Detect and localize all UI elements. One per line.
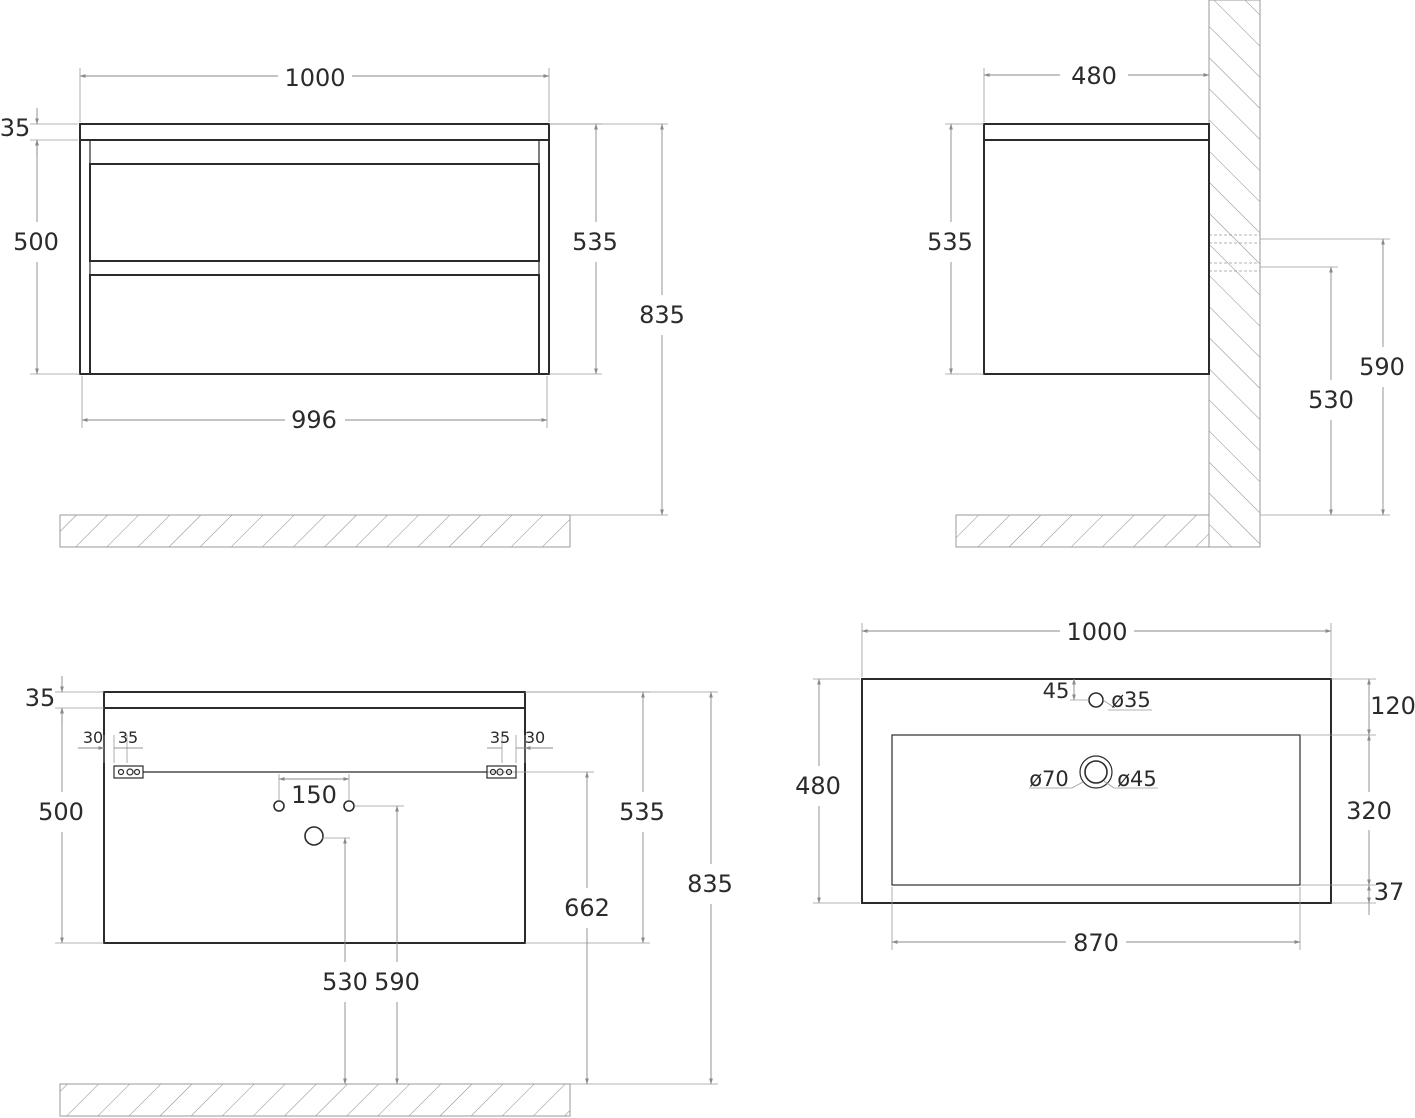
front-floor-hatch: [59, 514, 571, 548]
top-depth-label: 480: [795, 772, 841, 800]
back-right-bracket: [486, 765, 517, 779]
back-supply-hole-left: [273, 800, 285, 812]
back-left-bracket: [113, 765, 144, 779]
top-drain-outer-label: ø70: [1029, 767, 1069, 791]
front-total-height-label: 835: [639, 301, 685, 329]
back-total-height-label: 835: [687, 870, 733, 898]
side-height-lower-label: 530: [1308, 386, 1354, 414]
side-floor-hatch: [955, 514, 1210, 548]
back-cabinet-body: [103, 707, 526, 944]
top-basin-depth-label: 320: [1346, 797, 1392, 825]
top-drain-outer: [1079, 755, 1113, 789]
back-hole-spacing-label: 150: [291, 781, 337, 809]
front-view: 1000 35 500 535 835 996: [0, 64, 685, 548]
top-drain-inner-label: ø45: [1117, 767, 1157, 791]
back-body-height-label: 535: [619, 798, 665, 826]
back-top-thickness-label: 35: [25, 684, 56, 712]
side-wall-hatch: [1208, 0, 1261, 548]
top-tap-hole: [1088, 692, 1104, 708]
back-offset-right-a-label: 30: [525, 728, 545, 747]
top-drain-inner: [1084, 760, 1108, 784]
top-front-margin-label: 37: [1374, 878, 1405, 906]
top-tap-hole-label: ø35: [1111, 688, 1151, 712]
top-width-label: 1000: [1066, 618, 1127, 646]
front-top-thickness-label: 35: [0, 114, 30, 142]
front-body-height-label: 535: [572, 228, 618, 256]
back-mount-height-label: 662: [564, 894, 610, 922]
side-depth-label: 480: [1071, 62, 1117, 90]
side-height-upper-label: 590: [1359, 353, 1405, 381]
back-countertop: [103, 691, 526, 709]
top-tap-offset-label: 45: [1043, 679, 1070, 703]
back-supply-height-label: 590: [374, 968, 420, 996]
back-offset-left-a-label: 30: [83, 728, 103, 747]
back-offset-left-b-label: 35: [118, 728, 138, 747]
back-supply-hole-right: [343, 800, 355, 812]
side-view: 480 535 590 530: [927, 0, 1405, 548]
back-floor-hatch: [59, 1083, 571, 1117]
side-countertop: [983, 123, 1210, 141]
front-countertop: [79, 123, 550, 141]
back-offset-right-b-label: 35: [490, 728, 510, 747]
front-drawer-lower: [89, 274, 540, 375]
top-countertop-outline: [861, 678, 1332, 904]
back-drain-hole: [304, 826, 324, 846]
front-drawer-upper: [89, 163, 540, 262]
front-width-bottom-label: 996: [291, 406, 337, 434]
front-drawer-height-label: 500: [13, 228, 59, 256]
top-basin-width-label: 870: [1073, 929, 1119, 957]
top-basin-outline: [891, 734, 1301, 886]
back-drain-height-label: 530: [322, 968, 368, 996]
top-view: 1000 480 45 ø35 ø70 ø45 120 320 37: [795, 618, 1415, 957]
front-width-top-label: 1000: [284, 64, 345, 92]
back-view: 35 500 30 35 35 30 150 535: [25, 676, 733, 1117]
back-drawer-height-label: 500: [38, 798, 84, 826]
side-cabinet-body: [983, 139, 1210, 375]
side-body-height-label: 535: [927, 228, 973, 256]
top-back-margin-label: 120: [1370, 692, 1415, 720]
